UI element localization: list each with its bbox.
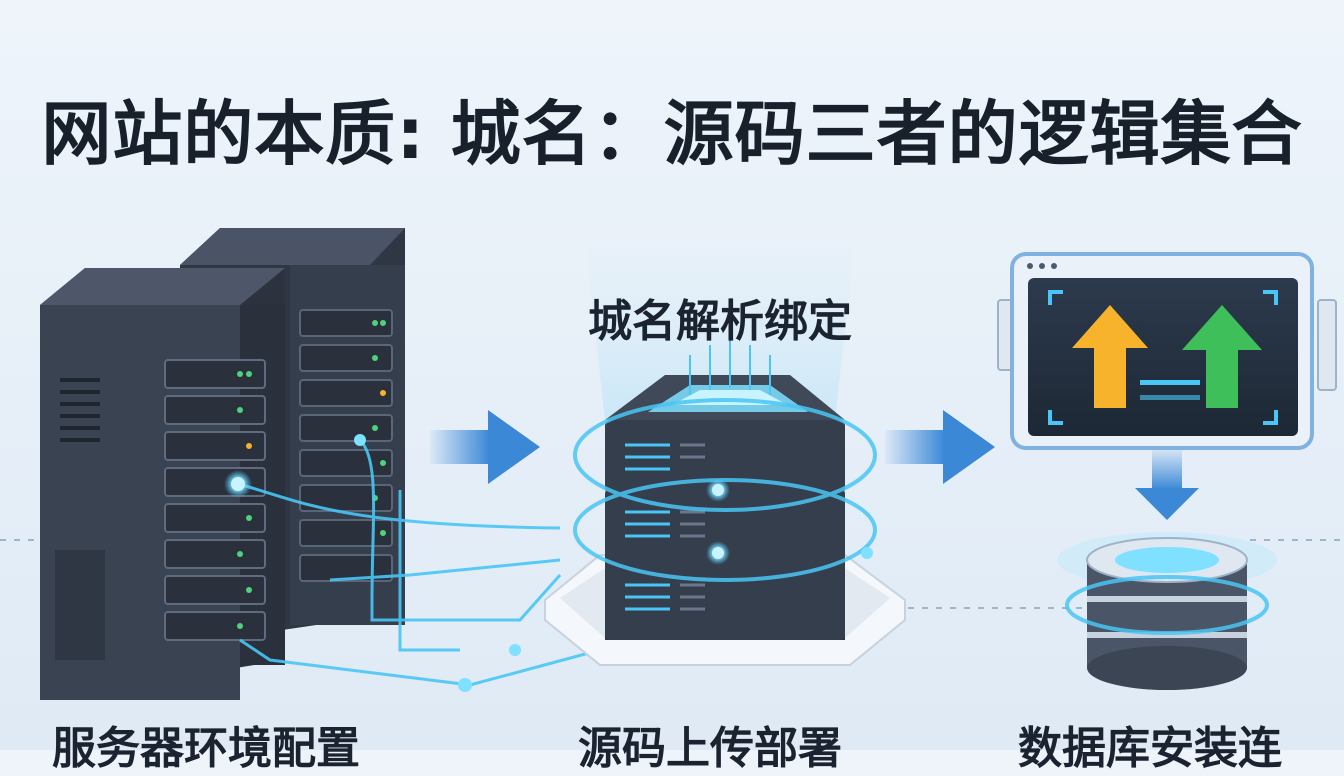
glow-node	[458, 678, 472, 692]
center-label: 城名解析绑定	[588, 296, 852, 347]
stacked-server-icon	[544, 340, 906, 666]
database-icon	[1057, 532, 1277, 690]
caption-database-connect: 数据库安装连	[1018, 723, 1282, 774]
page-title: 网站的本质: 城名：源码三者的逻辑集合	[41, 93, 1303, 175]
down-arrow-icon	[1135, 450, 1199, 520]
glow-node	[509, 644, 521, 656]
server-rack-icon	[40, 228, 405, 700]
monitor-upload-icon	[997, 252, 1337, 450]
caption-server-config: 服务器环境配置	[52, 723, 360, 774]
diagram-canvas	[0, 228, 1344, 700]
caption-source-deploy: 源码上传部署	[578, 723, 842, 774]
connection-cables	[237, 438, 601, 687]
right-arrow-icon	[885, 410, 995, 484]
glow-node	[354, 434, 366, 446]
right-arrow-icon	[430, 410, 540, 484]
